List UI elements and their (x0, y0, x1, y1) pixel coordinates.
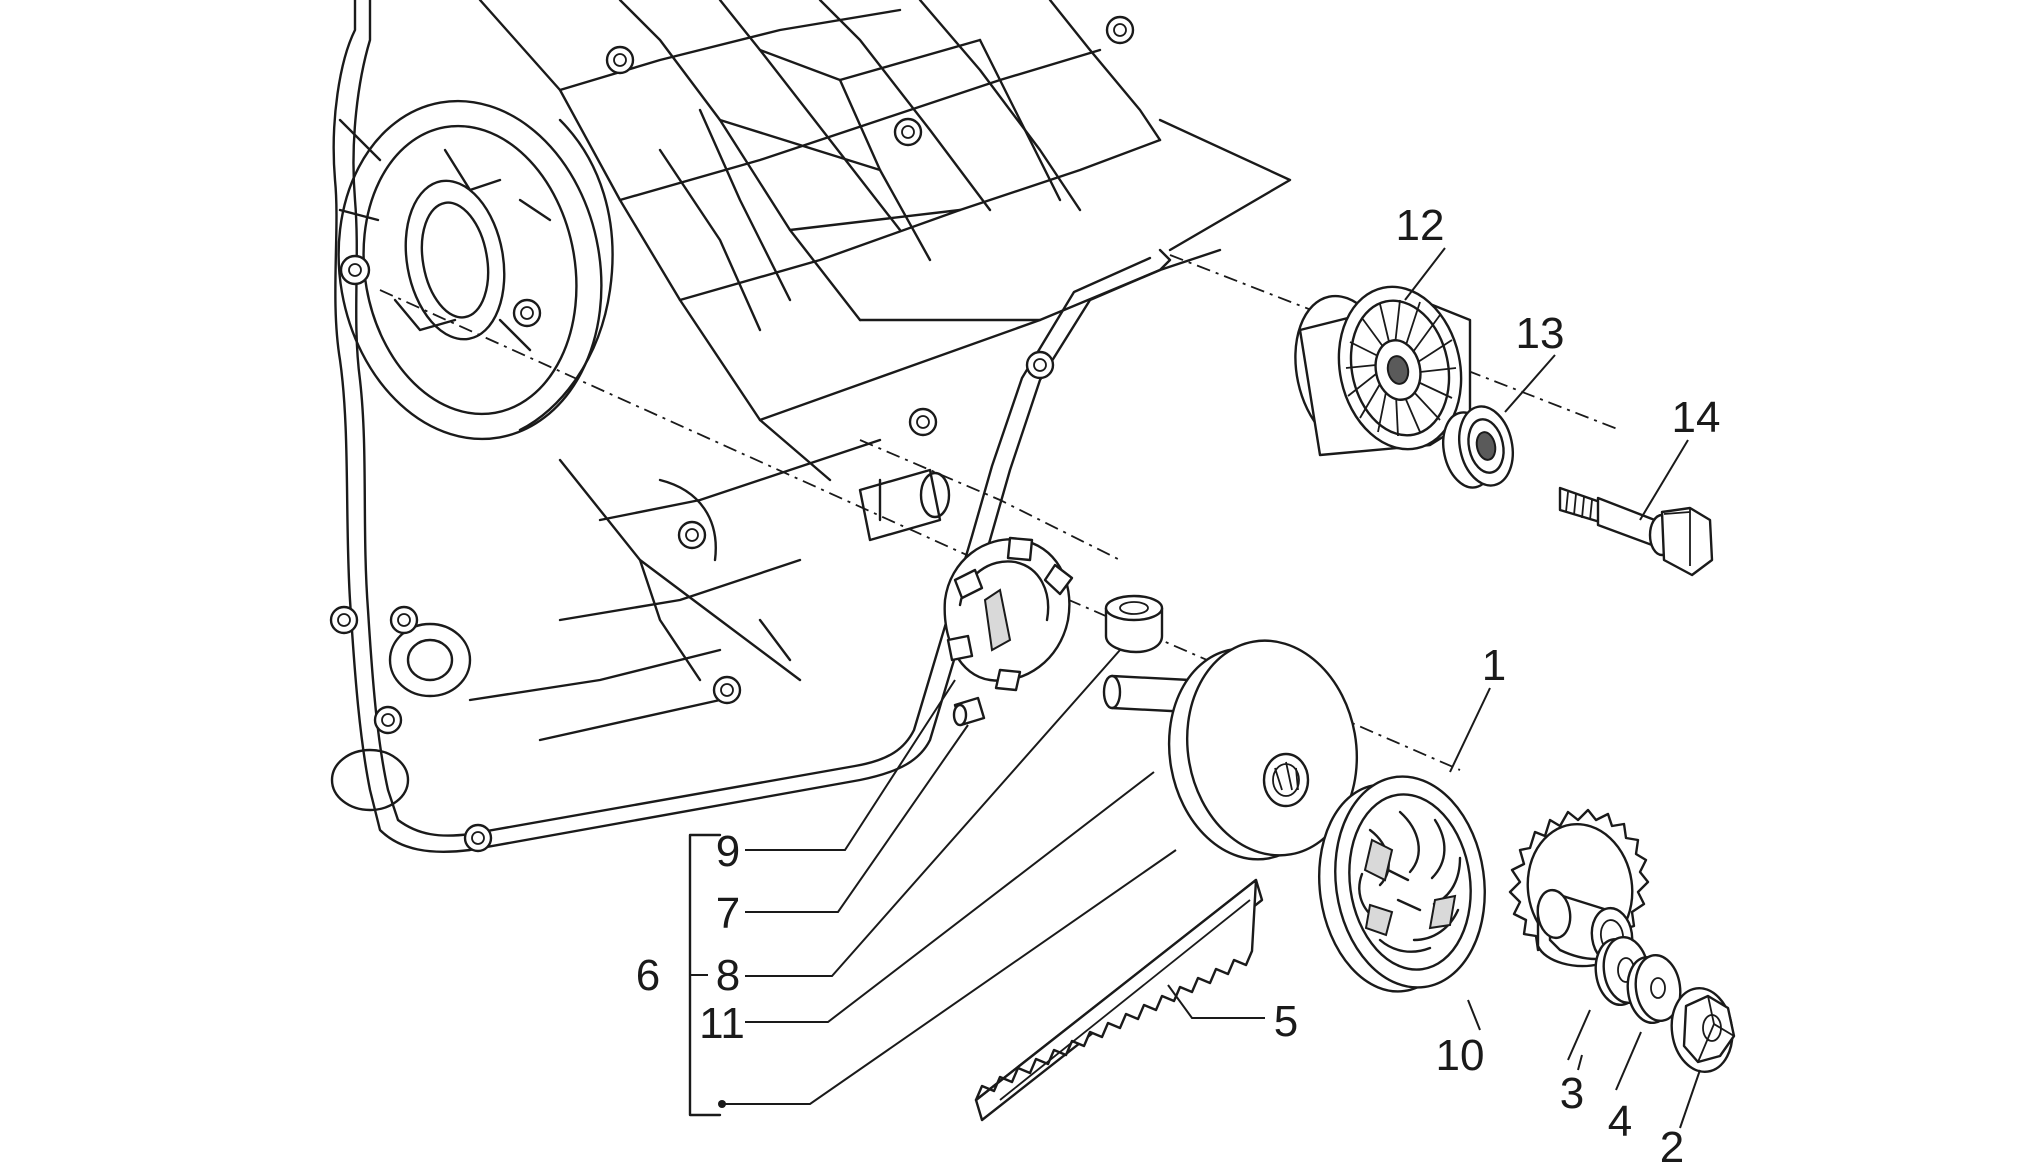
pulley-axis-line (1169, 254, 1621, 431)
roller-part-7 (952, 696, 986, 727)
callout-14: 14 (1672, 393, 1721, 442)
movable-half-pulley-part-1 (1317, 775, 1486, 993)
gear-part-10 (1508, 808, 1650, 968)
cover-screw-holes (329, 15, 1135, 853)
crankcase-cover (330, 0, 1292, 853)
callout-1: 1 (1482, 641, 1506, 690)
drive-belt-part-5 (974, 878, 1264, 1122)
flange-nut-part-2 (1670, 986, 1736, 1074)
callout-10: 10 (1436, 1031, 1485, 1080)
bearing-part-13 (1442, 405, 1514, 489)
callout-7: 7 (716, 889, 740, 938)
fixed-half-pulley-part-11 (1102, 639, 1359, 861)
idler-pulley-part-12 (1294, 285, 1472, 457)
leader-lines (688, 247, 1701, 1129)
shoulder-bolt-part-14 (1558, 486, 1714, 577)
callout-9: 9 (716, 827, 740, 876)
callout-6: 6 (636, 951, 660, 1000)
callout-bullet (718, 1100, 726, 1108)
callout-8: 8 (716, 951, 740, 1000)
spacer-axis-line (859, 439, 1121, 561)
callout-labels: 12 13 14 1 9 7 6 8 11 5 10 3 4 2 (636, 201, 1721, 1167)
washer-part-4 (1626, 953, 1682, 1025)
callout-11: 11 (699, 999, 745, 1048)
callout-13: 13 (1516, 309, 1565, 358)
callout-4: 4 (1608, 1097, 1632, 1146)
spacer-part-8 (1104, 594, 1164, 654)
callout-3: 3 (1560, 1069, 1584, 1118)
callout-12: 12 (1396, 201, 1445, 250)
callout-5: 5 (1274, 997, 1298, 1046)
ramp-plate-part-9 (943, 536, 1074, 692)
callout-2: 2 (1660, 1123, 1684, 1167)
